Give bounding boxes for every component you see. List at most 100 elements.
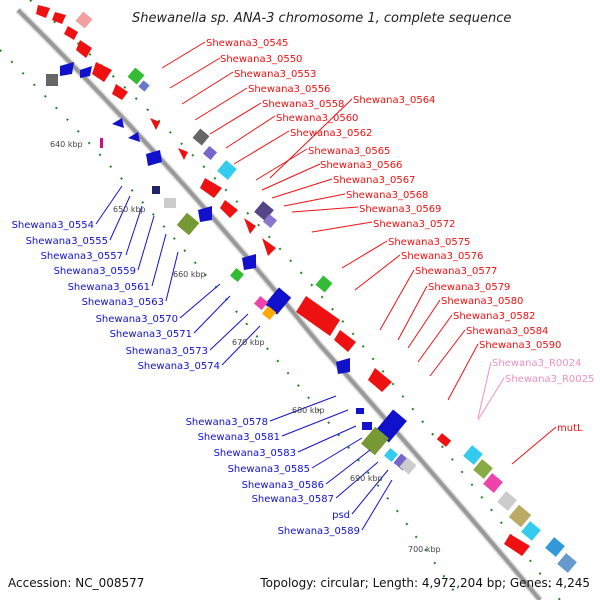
gene-reverse[interactable] — [198, 206, 212, 222]
gene-label[interactable]: Shewana3_0564 — [353, 95, 435, 106]
gene-forward[interactable] — [244, 218, 256, 234]
gene-forward[interactable] — [64, 26, 78, 40]
gene-reverse[interactable] — [362, 422, 372, 430]
gene-green[interactable] — [315, 275, 333, 293]
gene-cyan[interactable] — [521, 521, 541, 541]
gene-label[interactable]: Shewana3_0581 — [198, 432, 280, 443]
gene-reverse[interactable] — [336, 358, 350, 374]
gene-label[interactable]: Shewana3_0556 — [248, 84, 330, 95]
gene-olive[interactable] — [473, 459, 493, 479]
gene-magenta[interactable] — [483, 473, 503, 493]
gene-forward[interactable] — [262, 238, 276, 256]
gene-blue-light[interactable] — [545, 537, 565, 557]
gene-label[interactable]: Shewana3_0571 — [110, 329, 192, 340]
gene-gray-light[interactable] — [399, 457, 417, 475]
gene-forward[interactable] — [436, 433, 452, 447]
gene-cyan[interactable] — [383, 447, 399, 463]
gene-blue-light[interactable] — [557, 553, 577, 573]
gene-label[interactable]: Shewana3_0580 — [441, 296, 523, 307]
gene-label-rna[interactable]: Shewana3_R0025 — [505, 374, 594, 385]
gene-forward[interactable] — [52, 12, 66, 24]
gene-khaki[interactable] — [508, 504, 532, 528]
gene-label[interactable]: Shewana3_0583 — [214, 448, 296, 459]
gene-forward[interactable] — [92, 62, 112, 82]
gene-label[interactable]: Shewana3_0567 — [333, 175, 415, 186]
gene-forward[interactable] — [368, 368, 392, 392]
gene-cyan[interactable] — [217, 160, 237, 180]
gene-green[interactable] — [229, 267, 245, 283]
gene-reverse[interactable] — [356, 408, 364, 414]
gene-label[interactable]: Shewana3_0566 — [320, 160, 402, 171]
gene-forward[interactable] — [150, 118, 160, 130]
gene-label[interactable]: Shewana3_0563 — [82, 297, 164, 308]
gene-reverse[interactable] — [146, 150, 162, 166]
gene-label[interactable]: Shewana3_0562 — [290, 128, 372, 139]
gene-label[interactable]: psd — [332, 510, 350, 521]
gene-label[interactable]: Shewana3_0550 — [220, 54, 302, 65]
gene-label[interactable]: Shewana3_0561 — [68, 282, 150, 293]
gene-forward[interactable] — [76, 40, 92, 58]
gene-forward[interactable] — [220, 200, 238, 218]
gene-label[interactable]: Shewana3_0585 — [228, 464, 310, 475]
gene-gray-light[interactable] — [497, 491, 517, 511]
gene-label[interactable]: Shewana3_0577 — [415, 266, 497, 277]
gene-gray[interactable] — [46, 74, 58, 86]
gene-reverse[interactable] — [128, 132, 140, 142]
gene-magenta[interactable] — [253, 295, 269, 311]
gene-forward-light[interactable] — [75, 11, 93, 29]
gene-purple[interactable] — [202, 145, 218, 161]
gene-gray[interactable] — [192, 128, 210, 146]
gene-reverse[interactable] — [80, 66, 92, 78]
gene-olive[interactable] — [176, 212, 200, 236]
gene-label[interactable]: Shewana3_0559 — [54, 266, 136, 277]
gene-reverse[interactable] — [242, 254, 256, 270]
gene-label[interactable]: Shewana3_0587 — [252, 494, 334, 505]
gene-label-rna[interactable]: Shewana3_R0024 — [492, 358, 581, 369]
gene-forward[interactable] — [504, 534, 530, 556]
gene-purple[interactable] — [262, 213, 278, 229]
gene-label[interactable]: mutL — [557, 423, 583, 434]
gene-label[interactable]: Shewana3_0565 — [308, 146, 390, 157]
gene-label[interactable]: Shewana3_0572 — [373, 219, 455, 230]
gene-label[interactable]: Shewana3_0579 — [428, 282, 510, 293]
gene-label[interactable]: Shewana3_0545 — [206, 38, 288, 49]
gene-label[interactable]: Shewana3_0589 — [278, 526, 360, 537]
gene-forward[interactable] — [200, 178, 222, 198]
gene-orange[interactable] — [261, 305, 277, 321]
gene-label[interactable]: Shewana3_0576 — [401, 251, 483, 262]
gene-forward[interactable] — [112, 84, 128, 100]
gene-reverse[interactable] — [264, 287, 292, 315]
gene-forward[interactable] — [36, 5, 50, 18]
gene-reverse[interactable] — [60, 62, 74, 76]
gene-label[interactable]: Shewana3_0558 — [262, 99, 344, 110]
gene-label[interactable]: Shewana3_0573 — [126, 346, 208, 357]
gene-label[interactable]: Shewana3_0570 — [96, 314, 178, 325]
gene-label[interactable]: Shewana3_0560 — [276, 113, 358, 124]
gene-label[interactable]: Shewana3_0569 — [359, 204, 441, 215]
gene-green[interactable] — [127, 67, 145, 85]
gene-label[interactable]: Shewana3_0555 — [26, 236, 108, 247]
gene-label[interactable]: Shewana3_0553 — [234, 69, 316, 80]
gene-forward[interactable] — [296, 296, 340, 336]
gene-cyan[interactable] — [463, 445, 483, 465]
gene-navy[interactable] — [152, 186, 160, 194]
gene-label[interactable]: Shewana3_0575 — [388, 237, 470, 248]
gene-forward[interactable] — [178, 148, 188, 160]
map-title: Shewanella sp. ANA-3 chromosome 1, compl… — [132, 11, 511, 26]
gene-reverse[interactable] — [112, 118, 124, 128]
gene-label[interactable]: Shewana3_0574 — [138, 361, 220, 372]
gene-label[interactable]: Shewana3_0586 — [242, 480, 324, 491]
gene-gray-light[interactable] — [164, 198, 176, 208]
gene-label[interactable]: Shewana3_0578 — [186, 417, 268, 428]
gene-olive[interactable] — [361, 426, 389, 456]
gene-magenta-thin[interactable] — [100, 138, 103, 148]
gene-label[interactable]: Shewana3_0557 — [41, 251, 123, 262]
gene-label[interactable]: Shewana3_0582 — [453, 311, 535, 322]
gene-label[interactable]: Shewana3_0568 — [346, 190, 428, 201]
gene-label[interactable]: Shewana3_0554 — [12, 220, 94, 231]
gene-purple[interactable] — [138, 80, 150, 92]
gene-label[interactable]: Shewana3_0590 — [479, 340, 561, 351]
gene-label[interactable]: Shewana3_0584 — [466, 326, 548, 337]
gene-forward[interactable] — [334, 330, 356, 352]
